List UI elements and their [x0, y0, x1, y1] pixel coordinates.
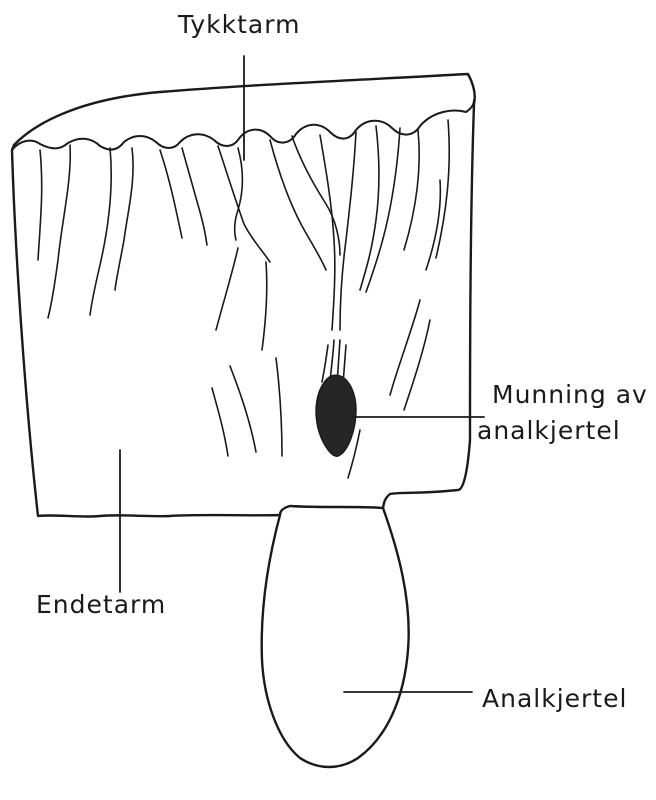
label-colon: Tykktarm: [178, 10, 300, 40]
leader-lines: [120, 56, 484, 692]
label-gland-opening-line1: Munning av: [492, 380, 648, 410]
gland-opening-mark: [316, 375, 356, 456]
label-anal-gland: Analkjertel: [482, 684, 627, 714]
mucosal-folds: [38, 120, 449, 478]
label-gland-opening-line2: analkjertel: [477, 416, 621, 446]
label-rectum: Endetarm: [36, 590, 166, 620]
anal-gland-sac: [262, 508, 409, 767]
